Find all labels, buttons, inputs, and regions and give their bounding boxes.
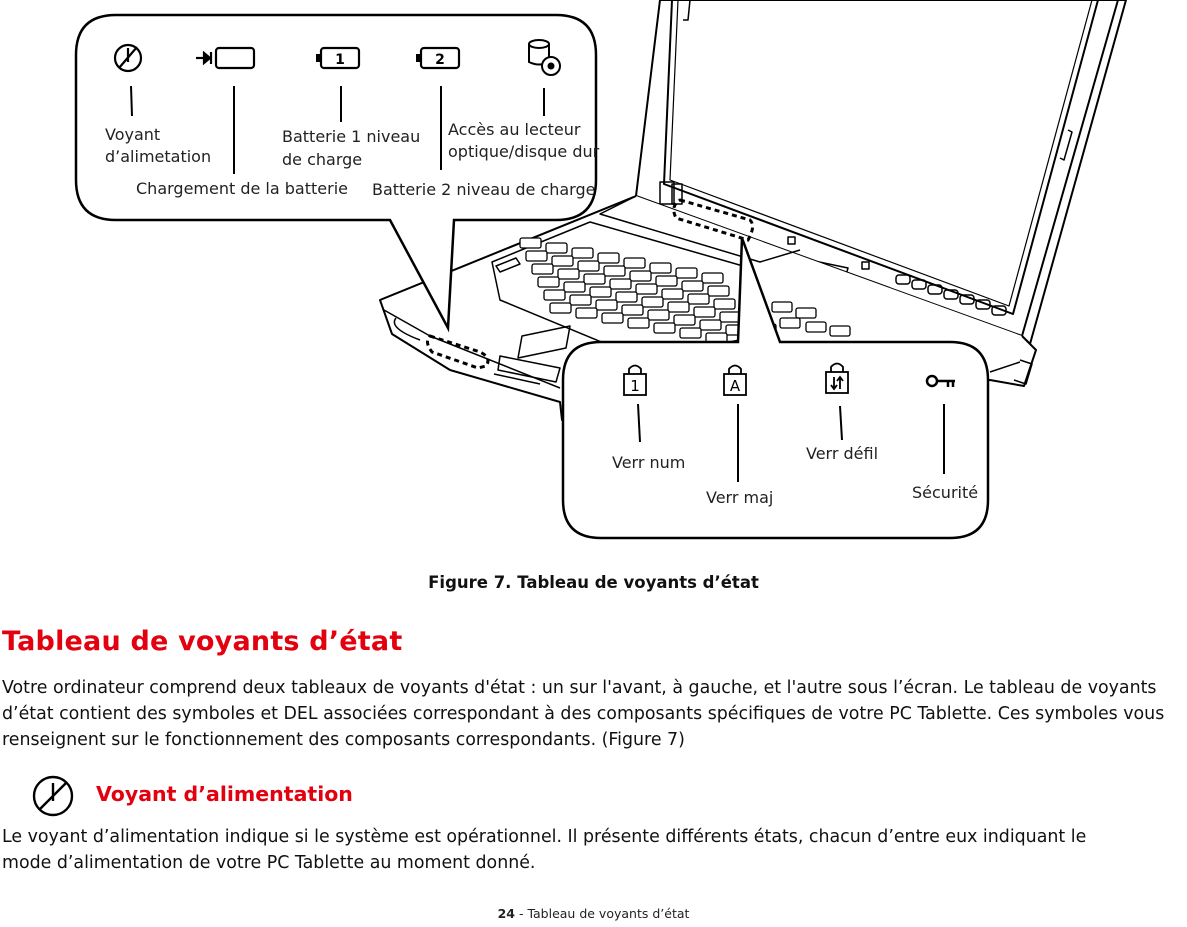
battery1-label-line1: Batterie 1 niveau <box>282 127 420 146</box>
keyboard-key <box>629 270 652 282</box>
scroll-lock-label: Verr défil <box>806 444 878 463</box>
keyboard-key <box>627 317 650 329</box>
keyboard-key <box>673 314 696 326</box>
keyboard-key <box>537 276 560 288</box>
keyboard-key <box>653 322 676 334</box>
drive-label-line2: optique/disque dur <box>448 142 600 161</box>
keyboard-key <box>597 252 620 264</box>
keyboard-key <box>545 242 568 254</box>
security-label: Sécurité <box>912 483 978 502</box>
battery2-label: Batterie 2 niveau de charge <box>372 180 595 199</box>
keyboard-key <box>595 299 618 311</box>
battery1-label-line2: de charge <box>282 150 362 169</box>
keyboard-key <box>707 285 730 297</box>
keyboard-key <box>609 278 632 290</box>
charging-label: Chargement de la batterie <box>136 179 348 198</box>
keyboard-key <box>525 250 548 262</box>
svg-text:1: 1 <box>630 377 640 395</box>
keyboard-keys <box>519 237 748 344</box>
intro-paragraph: Votre ordinateur comprend deux tableaux … <box>2 678 1165 750</box>
caps-lock-icon: A <box>723 364 747 396</box>
power-label-line1: Voyant <box>105 125 160 144</box>
keyboard-key <box>589 286 612 298</box>
keyboard-key <box>601 312 624 324</box>
keyboard-key <box>519 237 542 249</box>
keyboard-key <box>635 283 658 295</box>
svg-text:A: A <box>730 377 741 395</box>
security-key-icon <box>925 374 955 388</box>
top-callout-bubble <box>74 13 598 333</box>
keyboard-key <box>655 275 678 287</box>
keyboard-key <box>699 319 722 331</box>
svg-text:2: 2 <box>435 52 445 68</box>
battery-2-icon: 2 <box>416 46 461 70</box>
body-paragraph: Le voyant d’alimentation indique si le s… <box>2 827 1087 873</box>
keyboard-key <box>569 294 592 306</box>
keyboard-key <box>531 263 554 275</box>
section-heading: Tableau de voyants d’état <box>2 626 403 657</box>
charging-icon <box>196 46 256 70</box>
keyboard-key <box>583 273 606 285</box>
page-number: 24 <box>497 906 515 921</box>
keyboard-key <box>681 280 704 292</box>
num-lock-icon: 1 <box>623 364 647 396</box>
bottom-callout-bubble <box>561 237 990 540</box>
keyboard-key <box>641 296 664 308</box>
keyboard-key <box>615 291 638 303</box>
power-icon <box>32 775 74 817</box>
keyboard-key <box>603 265 626 277</box>
keyboard-key <box>563 281 586 293</box>
keyboard-key <box>649 262 672 274</box>
scroll-lock-icon <box>825 362 849 394</box>
keyboard-key <box>713 298 736 310</box>
top-leader-lines <box>130 85 545 174</box>
page-footer: 24 - Tableau de voyants d’état <box>0 906 1187 921</box>
keyboard-key <box>647 309 670 321</box>
keyboard-key <box>675 267 698 279</box>
keyboard-key <box>621 304 644 316</box>
bottom-leader-lines <box>637 403 945 482</box>
keyboard-key <box>623 257 646 269</box>
subsection-heading: Voyant d’alimentation <box>96 782 353 806</box>
keyboard-key <box>551 255 574 267</box>
front-panel-highlight <box>425 334 490 370</box>
footer-separator: - <box>514 906 528 921</box>
keyboard-key <box>557 268 580 280</box>
drive-label-line1: Accès au lecteur <box>448 120 581 139</box>
caps-lock-label: Verr maj <box>706 488 773 507</box>
keyboard-key <box>693 306 716 318</box>
screen-panel-highlight <box>672 198 755 242</box>
power-icon <box>113 43 143 73</box>
status-panel-figure: 1 2 Voyant d’alimetation Chargement de l… <box>74 0 1127 540</box>
keyboard-key <box>687 293 710 305</box>
battery-1-icon: 1 <box>316 46 361 70</box>
svg-text:1: 1 <box>335 52 345 68</box>
keyboard-key <box>543 289 566 301</box>
keyboard-key <box>667 301 690 313</box>
keyboard-key <box>701 272 724 284</box>
figure-caption: Figure 7. Tableau de voyants d’état <box>428 573 759 592</box>
keyboard-key <box>571 247 594 259</box>
keyboard-key <box>661 288 684 300</box>
keyboard-key <box>549 302 572 314</box>
power-label-line2: d’alimetation <box>105 147 211 166</box>
keyboard-key <box>575 307 598 319</box>
keyboard-key <box>577 260 600 272</box>
keyboard-key <box>679 327 702 339</box>
drive-access-icon <box>528 39 561 76</box>
footer-title: Tableau de voyants d’état <box>527 906 690 921</box>
num-lock-label: Verr num <box>612 453 685 472</box>
